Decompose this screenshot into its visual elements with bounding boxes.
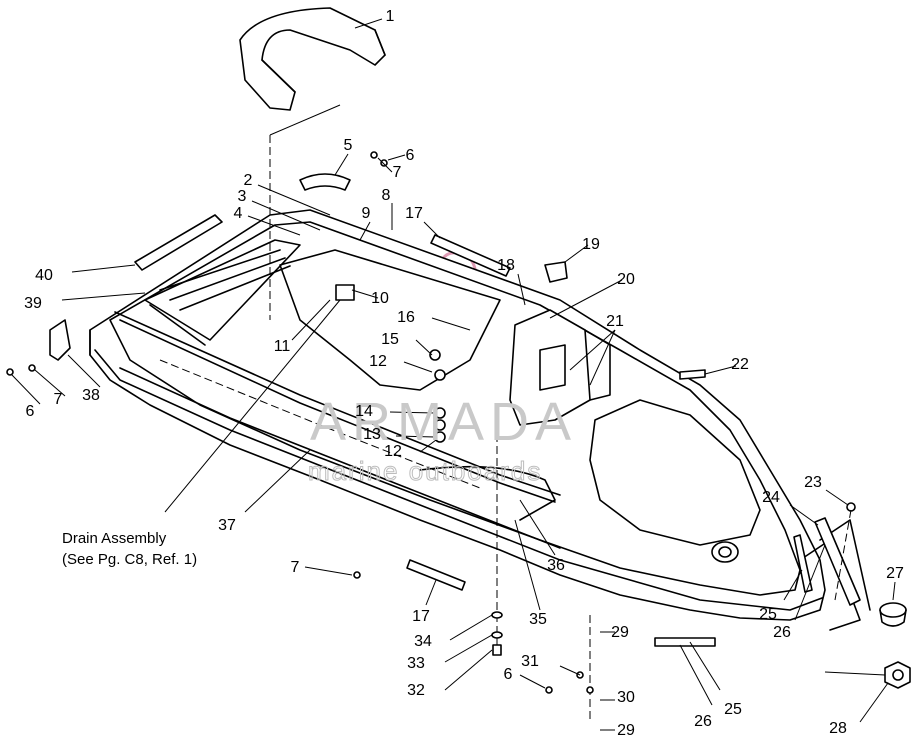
callout-39: 39 bbox=[24, 295, 42, 312]
note-line-2: (See Pg. C8, Ref. 1) bbox=[62, 551, 197, 568]
leader-lines bbox=[11, 18, 896, 731]
callout-8: 8 bbox=[382, 187, 391, 204]
callout-12: 12 bbox=[369, 353, 387, 370]
callout-32: 32 bbox=[407, 682, 425, 699]
callout-10: 10 bbox=[371, 290, 389, 307]
callout-19: 19 bbox=[582, 236, 600, 253]
callout-17: 17 bbox=[405, 205, 423, 222]
watermark-text: ARMADA marine outboards bbox=[308, 392, 577, 487]
callout-25: 25 bbox=[724, 701, 742, 718]
note-line-1: Drain Assembly bbox=[62, 530, 167, 547]
watermark-tagline: marine outboards bbox=[308, 456, 542, 486]
callout-22: 22 bbox=[731, 356, 749, 373]
callout-25: 25 bbox=[759, 606, 777, 623]
callout-7: 7 bbox=[393, 164, 402, 181]
callout-15: 15 bbox=[381, 331, 399, 348]
callout-26: 26 bbox=[694, 713, 712, 730]
watermark-brand: ARMADA bbox=[310, 392, 577, 452]
callout-18: 18 bbox=[497, 257, 515, 274]
callout-6: 6 bbox=[26, 403, 35, 420]
callout-7: 7 bbox=[291, 559, 300, 576]
callout-5: 5 bbox=[344, 137, 353, 154]
callout-29: 29 bbox=[617, 722, 635, 736]
callout-11: 11 bbox=[274, 338, 291, 355]
callout-31: 31 bbox=[521, 653, 539, 670]
callout-23: 23 bbox=[804, 474, 822, 491]
callout-40: 40 bbox=[35, 267, 53, 284]
callout-16: 16 bbox=[397, 309, 415, 326]
callout-6: 6 bbox=[504, 666, 513, 683]
callout-37: 37 bbox=[218, 517, 236, 534]
callout-38: 38 bbox=[82, 387, 100, 404]
callout-36: 36 bbox=[547, 557, 565, 574]
callout-1: 1 bbox=[386, 8, 395, 25]
callout-21: 21 bbox=[606, 313, 624, 330]
callout-9: 9 bbox=[362, 205, 371, 222]
callout-35: 35 bbox=[529, 611, 547, 628]
callout-24: 24 bbox=[762, 489, 780, 506]
callout-30: 30 bbox=[617, 689, 635, 706]
callout-29: 29 bbox=[611, 624, 629, 641]
callout-14: 14 bbox=[355, 403, 373, 420]
callout-26: 26 bbox=[773, 624, 791, 641]
callout-7: 7 bbox=[54, 391, 63, 408]
callout-3: 3 bbox=[238, 188, 247, 205]
callout-numbers: 1234567891011121213141516171718192021222… bbox=[24, 8, 904, 736]
callout-27: 27 bbox=[886, 565, 904, 582]
callout-20: 20 bbox=[617, 271, 635, 288]
hull bbox=[89, 209, 871, 631]
callout-17: 17 bbox=[412, 608, 430, 625]
grab-handle bbox=[239, 7, 386, 111]
small-parts bbox=[6, 151, 911, 720]
drain-assembly-note: Drain Assembly (See Pg. C8, Ref. 1) bbox=[62, 530, 197, 568]
callout-4: 4 bbox=[234, 205, 243, 222]
callout-28: 28 bbox=[829, 720, 847, 736]
callout-34: 34 bbox=[414, 633, 432, 650]
callout-6: 6 bbox=[406, 147, 415, 164]
callout-13: 13 bbox=[363, 426, 381, 443]
callout-33: 33 bbox=[407, 655, 425, 672]
callout-12: 12 bbox=[384, 443, 402, 460]
callout-2: 2 bbox=[244, 172, 253, 189]
